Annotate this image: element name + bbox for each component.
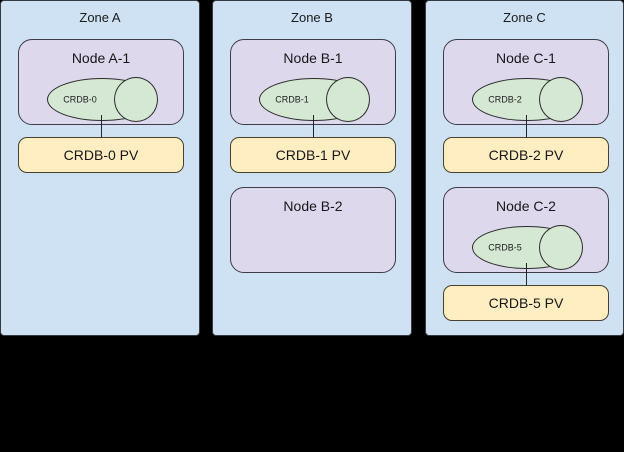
zone-title-b: Zone B (291, 10, 333, 25)
volume-box-crdb-0-pv[interactable]: CRDB-0 PV (18, 137, 184, 173)
connector-node-b-1-to-pv (313, 115, 314, 138)
cylinder-cap (539, 225, 583, 270)
zone-title-a: Zone A (79, 10, 121, 25)
node-box-b-1[interactable]: Node B-1 CRDB-1 (230, 39, 396, 125)
cylinder-cap (114, 77, 158, 122)
zone-title-c: Zone C (503, 10, 546, 25)
node-title-c-2: Node C-2 (496, 198, 556, 214)
node-title-b-1: Node B-1 (283, 50, 343, 66)
database-cylinder-crdb-5[interactable]: CRDB-5 (472, 225, 583, 270)
volume-label-crdb-0-pv: CRDB-0 PV (63, 146, 139, 163)
node-box-c-2[interactable]: Node C-2 CRDB-5 (443, 187, 609, 273)
cylinder-cap (326, 77, 370, 122)
zone-container-b[interactable]: Zone B Node B-1 CRDB-1 CRDB-1 PV Node B-… (212, 0, 412, 336)
node-title-c-1: Node C-1 (496, 50, 556, 66)
node-title-a-1: Node A-1 (71, 50, 131, 66)
zone-container-c[interactable]: Zone C Node C-1 CRDB-2 CRDB-2 PV Node C-… (425, 0, 624, 336)
database-cylinder-crdb-2[interactable]: CRDB-2 (472, 77, 583, 122)
volume-label-crdb-5-pv: CRDB-5 PV (488, 294, 564, 311)
database-cylinder-crdb-0[interactable]: CRDB-0 (47, 77, 158, 122)
volume-box-crdb-1-pv[interactable]: CRDB-1 PV (230, 137, 396, 173)
zone-container-a[interactable]: Zone A Node A-1 CRDB-0 CRDB-0 PV (0, 0, 200, 336)
connector-node-a-1-to-pv (101, 115, 102, 138)
database-label-crdb-5: CRDB-5 (488, 242, 522, 252)
node-box-a-1[interactable]: Node A-1 CRDB-0 (18, 39, 184, 125)
node-title-b-2: Node B-2 (283, 198, 343, 214)
database-label-crdb-1: CRDB-1 (275, 94, 309, 104)
node-box-b-2[interactable]: Node B-2 (230, 187, 396, 273)
node-box-c-1[interactable]: Node C-1 CRDB-2 (443, 39, 609, 125)
volume-label-crdb-1-pv: CRDB-1 PV (275, 146, 351, 163)
connector-node-c-2-to-pv (526, 263, 527, 286)
cylinder-cap (539, 77, 583, 122)
volume-box-crdb-5-pv[interactable]: CRDB-5 PV (443, 285, 609, 321)
database-cylinder-crdb-1[interactable]: CRDB-1 (259, 77, 370, 122)
volume-label-crdb-2-pv: CRDB-2 PV (488, 146, 564, 163)
volume-box-crdb-2-pv[interactable]: CRDB-2 PV (443, 137, 609, 173)
database-label-crdb-2: CRDB-2 (488, 94, 522, 104)
connector-node-c-1-to-pv (526, 115, 527, 138)
database-label-crdb-0: CRDB-0 (63, 94, 97, 104)
